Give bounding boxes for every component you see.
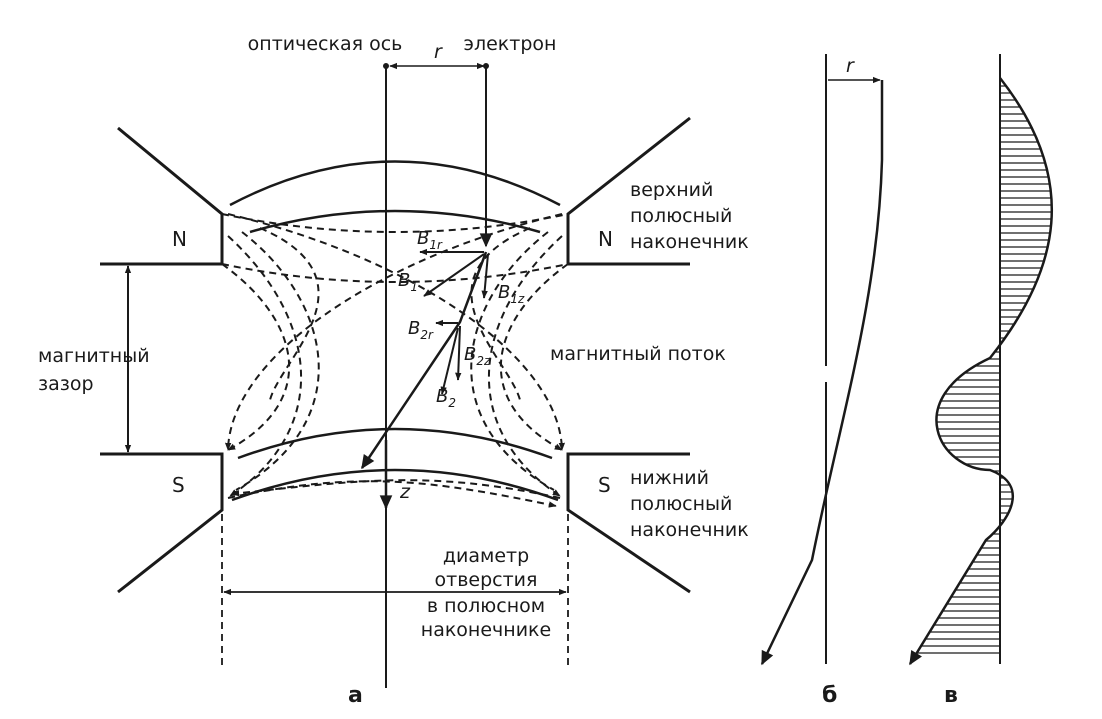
svg-text:наконечник: наконечник: [630, 231, 749, 253]
upper-pole-label: верхний полюсный наконечник: [630, 179, 749, 253]
svg-text:нижний: нижний: [630, 467, 709, 489]
upper-right-pole-piece: [566, 116, 691, 266]
south-lower-right: S: [598, 473, 611, 497]
panel-c-curve: [908, 77, 1053, 666]
electron-label: электрон: [464, 33, 557, 55]
panel-a: оптическая ось электрон r z N N S S верх…: [38, 33, 749, 708]
panel-c: в: [908, 54, 1053, 708]
north-upper-left: N: [172, 227, 187, 251]
label-b1r: B1r: [417, 228, 443, 252]
label-b2z: B2z: [464, 344, 491, 368]
field-line-arcs: [229, 160, 561, 502]
upper-left-pole-piece: [100, 126, 224, 266]
label-b2r: B2r: [408, 318, 434, 342]
svg-text:диаметр: диаметр: [443, 545, 529, 567]
svg-text:отверстия: отверстия: [435, 569, 538, 591]
north-upper-right: N: [598, 227, 613, 251]
lower-left-pole-piece: [100, 452, 224, 594]
field-vectors: [419, 248, 489, 395]
panel-b-r-label: r: [846, 55, 855, 77]
optical-axis-label: оптическая ось: [248, 33, 403, 55]
r-label: r: [434, 41, 443, 63]
panel-label-b: б: [822, 683, 837, 708]
panel-b: r б: [760, 54, 884, 708]
vector-b2z: [455, 325, 462, 381]
svg-text:магнитный: магнитный: [38, 345, 150, 367]
label-b1z: B1z: [498, 282, 525, 306]
magnetic-flux-lines: [221, 213, 569, 508]
svg-text:наконечник: наконечник: [630, 519, 749, 541]
svg-text:наконечнике: наконечнике: [421, 619, 551, 641]
south-lower-left: S: [172, 473, 185, 497]
lower-right-pole-piece: [566, 452, 691, 594]
svg-text:зазор: зазор: [38, 373, 94, 395]
vector-b1: [423, 253, 485, 297]
svg-text:полюсный: полюсный: [630, 493, 732, 515]
svg-text:полюсный: полюсный: [630, 205, 732, 227]
magnetic-flux-label: магнитный поток: [550, 343, 726, 365]
panel-label-c: в: [944, 683, 958, 708]
label-b1: B1: [398, 270, 418, 294]
vector-b2: [440, 327, 459, 395]
electron-trajectory: [360, 251, 488, 470]
panel-b-trajectory: [760, 80, 884, 666]
panel-c-hatching: [916, 85, 1052, 654]
svg-text:верхний: верхний: [630, 179, 713, 201]
vector-b1z: [481, 253, 489, 299]
panel-label-a: а: [348, 683, 363, 708]
magnetic-gap-label: магнитный зазор: [38, 345, 150, 395]
z-label: z: [399, 481, 411, 503]
label-b2: B2: [436, 386, 456, 410]
bore-diameter-label: диаметр отверстия в полюсном наконечнике: [421, 545, 551, 641]
svg-text:в полюсном: в полюсном: [427, 595, 545, 617]
bore-guides: [221, 514, 569, 668]
lower-pole-label: нижний полюсный наконечник: [630, 467, 749, 541]
